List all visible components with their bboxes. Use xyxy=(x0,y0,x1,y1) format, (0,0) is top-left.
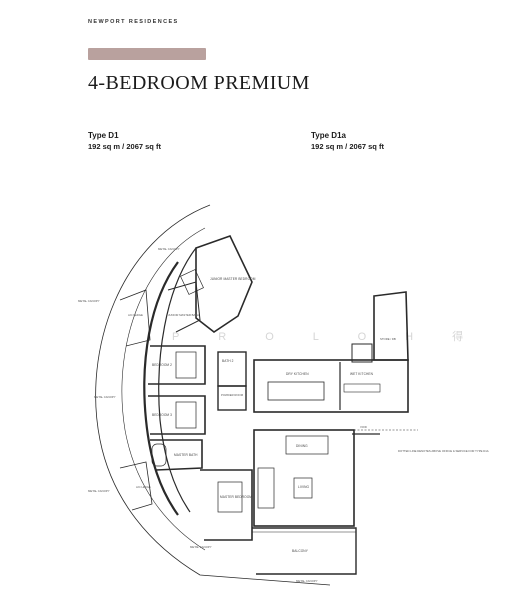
type-d1-name: Type D1 xyxy=(88,131,119,140)
label-metal-canopy-3: METAL CANOPY xyxy=(94,395,116,399)
inner-canopy-line xyxy=(121,227,206,551)
master-bath-walls xyxy=(150,439,203,471)
junior-master-bedroom-walls xyxy=(195,235,253,333)
label-dotted-note: DOTTED LINE DENOTES ABOVE OFFICE & SERVI… xyxy=(398,449,489,453)
kitchen-island xyxy=(267,381,325,401)
store-walls xyxy=(373,291,409,361)
facade-wall xyxy=(143,261,179,516)
label-metal-canopy-1: METAL CANOPY xyxy=(158,247,180,251)
label-dining: DINING xyxy=(296,444,308,448)
outer-canopy-line xyxy=(95,204,331,586)
label-master-bedroom: MASTER BEDROOM xyxy=(220,495,252,499)
type-d1a-name: Type D1a xyxy=(311,131,346,140)
wet-kitchen-counter xyxy=(343,383,381,393)
junior-master-bath-walls xyxy=(167,281,201,333)
bed-master xyxy=(217,481,243,513)
label-dry-kitchen: DRY KITCHEN xyxy=(286,372,309,376)
label-ac-ledge-bottom: A/C LEDGE xyxy=(136,485,151,489)
label-living: LIVING xyxy=(298,485,309,489)
label-junior-master-bath: JUNIOR MASTER BATH xyxy=(168,313,199,317)
bedroom-3-walls xyxy=(148,395,206,435)
accent-bar xyxy=(88,48,206,60)
powder-room-walls xyxy=(217,385,247,411)
type-d1a-area: 192 sq m / 2067 sq ft xyxy=(311,142,384,151)
bath-2-walls xyxy=(217,351,247,387)
label-junior-master-bedroom: JUNIOR MASTER BEDROOM xyxy=(210,277,256,281)
kitchen-walls xyxy=(253,359,409,413)
ac-ledge-bottom xyxy=(119,461,153,511)
living-dining-walls xyxy=(253,429,355,527)
label-bedroom-2: BEDROOM 2 xyxy=(152,363,172,367)
label-bath-2: BATH 2 xyxy=(222,359,234,363)
ac-ledge-top xyxy=(119,289,151,347)
label-metal-canopy-6: METAL CANOPY xyxy=(296,579,318,583)
type-d1-area: 192 sq m / 2067 sq ft xyxy=(88,142,161,151)
bathtub xyxy=(151,443,167,467)
label-ac-ledge-top: A/C LEDGE xyxy=(128,313,143,317)
wc-service xyxy=(351,343,373,363)
sofa xyxy=(257,467,275,509)
label-metal-canopy-2: METAL CANOPY xyxy=(78,299,100,303)
label-master-bath: MASTER BATH xyxy=(174,453,198,457)
label-store: STORE / DB xyxy=(380,337,396,341)
bed-bedroom-2 xyxy=(175,351,197,379)
master-bedroom-walls xyxy=(200,469,253,541)
label-wet-kitchen: WET KITCHEN xyxy=(350,372,374,376)
dining-table xyxy=(285,435,329,455)
label-void: VOID xyxy=(360,425,367,429)
watermark: P R O L O H 得 xyxy=(172,330,481,343)
label-metal-canopy-4: METAL CANOPY xyxy=(88,489,110,493)
brand-name: NEWPORT RESIDENCES xyxy=(88,19,179,25)
label-balcony: BALCONY xyxy=(292,549,309,553)
label-bedroom-3: BEDROOM 3 xyxy=(152,413,172,417)
page-title: 4-BEDROOM PREMIUM xyxy=(88,72,310,94)
coffee-table xyxy=(293,477,313,499)
type-d1a-block: Type D1a 192 sq m / 2067 sq ft xyxy=(311,130,384,152)
balcony-walls xyxy=(252,527,357,575)
bed-junior-master xyxy=(180,269,204,295)
type-d1-block: Type D1 192 sq m / 2067 sq ft xyxy=(88,130,161,152)
bed-bedroom-3 xyxy=(175,401,197,429)
facade-inner-wall xyxy=(158,247,197,513)
label-metal-canopy-5: METAL CANOPY xyxy=(190,545,212,549)
bedroom-2-walls xyxy=(148,345,206,385)
label-powder-room: POWDER ROOM xyxy=(221,393,244,397)
